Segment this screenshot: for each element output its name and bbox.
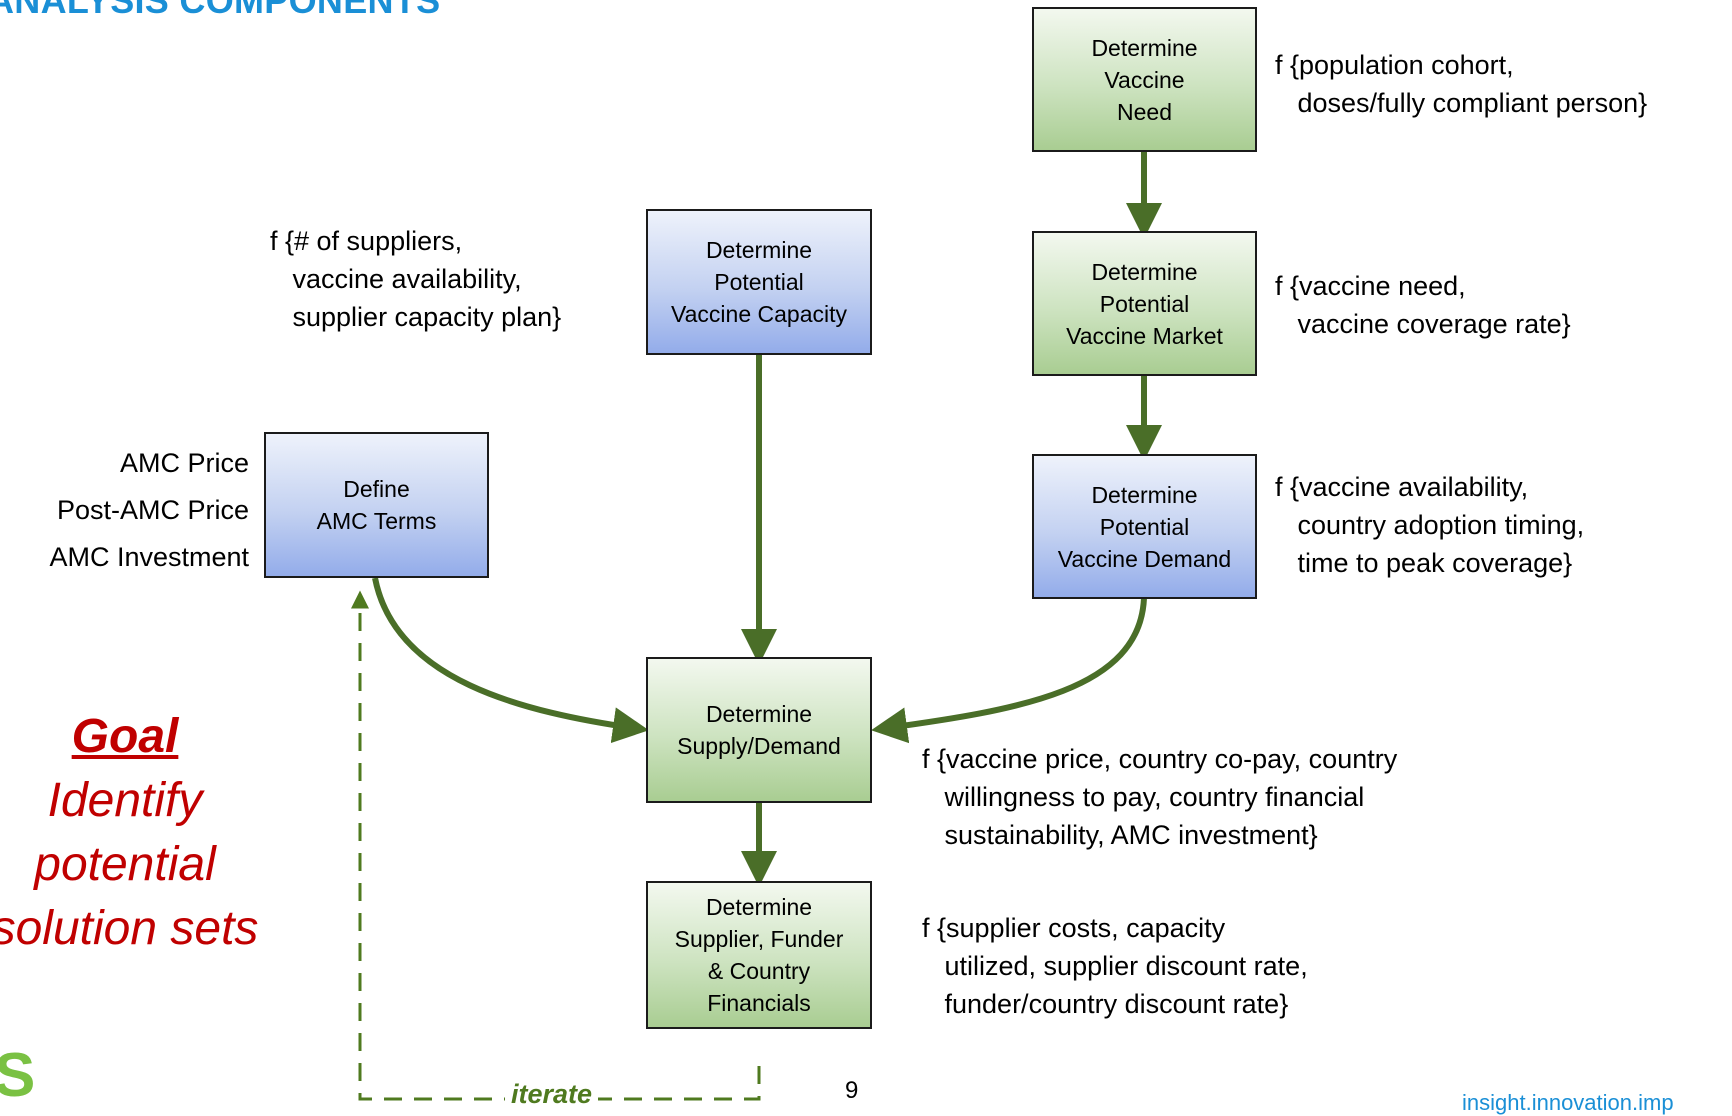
edge-demand-to-supply bbox=[871, 597, 1147, 744]
footer-url: insight.innovation.imp bbox=[1462, 1090, 1674, 1115]
box-amc-terms: Define AMC Terms bbox=[264, 432, 489, 578]
box-vaccine-demand: Determine Potential Vaccine Demand bbox=[1032, 454, 1257, 599]
annotation-capacity: f {# of suppliers, vaccine availability,… bbox=[270, 226, 562, 332]
annotation-demand: f {vaccine availability, country adoptio… bbox=[1275, 472, 1585, 578]
post-amc-price-label: Post-AMC Price bbox=[56, 495, 249, 525]
annotation-market: f {vaccine need, vaccine coverage rate} bbox=[1275, 271, 1571, 339]
amc-price-label: AMC Price bbox=[119, 448, 249, 478]
box-vaccine-capacity: Determine Potential Vaccine Capacity bbox=[646, 209, 872, 355]
annotation-need: f {population cohort, doses/fully compli… bbox=[1275, 50, 1648, 118]
annotation-supply-demand: f {vaccine price, country co-pay, countr… bbox=[922, 744, 1398, 850]
page-number: 9 bbox=[845, 1077, 859, 1104]
edge-amc-to-supply bbox=[372, 577, 649, 744]
page-title: ANALYSIS COMPONENTS bbox=[0, 0, 441, 21]
box-financials: Determine Supplier, Funder & Country Fin… bbox=[646, 881, 872, 1029]
box-supply-demand: Determine Supply/Demand bbox=[646, 657, 872, 803]
annotation-financials: f {supplier costs, capacity utilized, su… bbox=[922, 913, 1308, 1019]
edge-iterate-loop bbox=[351, 590, 761, 1101]
logo-mark: S bbox=[0, 1041, 36, 1110]
iterate-label: iterate bbox=[505, 1079, 599, 1110]
box-vaccine-market: Determine Potential Vaccine Market bbox=[1032, 231, 1257, 376]
goal-callout: Goal Identify potential solution sets bbox=[0, 705, 280, 961]
amc-investment-label: AMC Investment bbox=[49, 542, 249, 572]
goal-title: Goal bbox=[71, 710, 179, 763]
goal-text: Identify potential solution sets bbox=[0, 774, 259, 955]
box-vaccine-need: Determine Vaccine Need bbox=[1032, 7, 1257, 152]
